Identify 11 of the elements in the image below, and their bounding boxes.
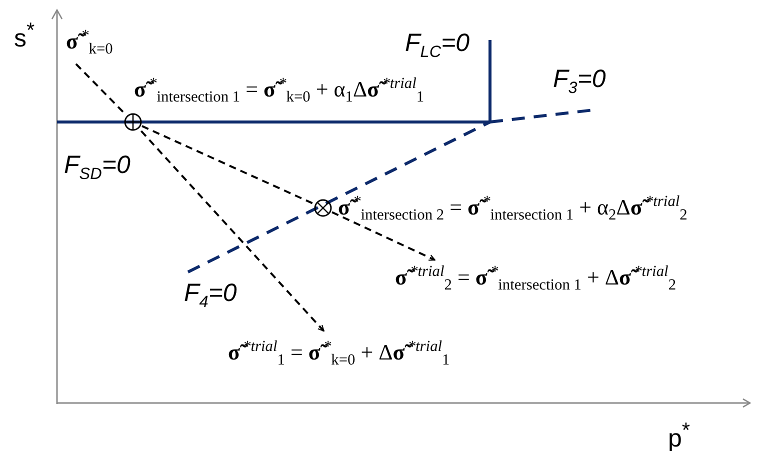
intersection-point-marker: [124, 113, 142, 131]
yield-surface-label: F$_{4}$=0: [184, 280, 237, 312]
yield-surface-label: F$_{SD}$=0: [64, 152, 130, 184]
dashed-line: [142, 125, 314, 205]
yield-surface-label: F$_{3}$=0: [553, 66, 606, 98]
dashed-arrow: [332, 211, 436, 261]
dashed-line: [75, 63, 125, 114]
yield-surface-label: F$_{LC}$=0: [405, 30, 470, 62]
dashed-arrow: [140, 130, 325, 332]
axis-label: s$^{*}$: [14, 20, 35, 53]
intersection-point-marker: [314, 199, 332, 217]
